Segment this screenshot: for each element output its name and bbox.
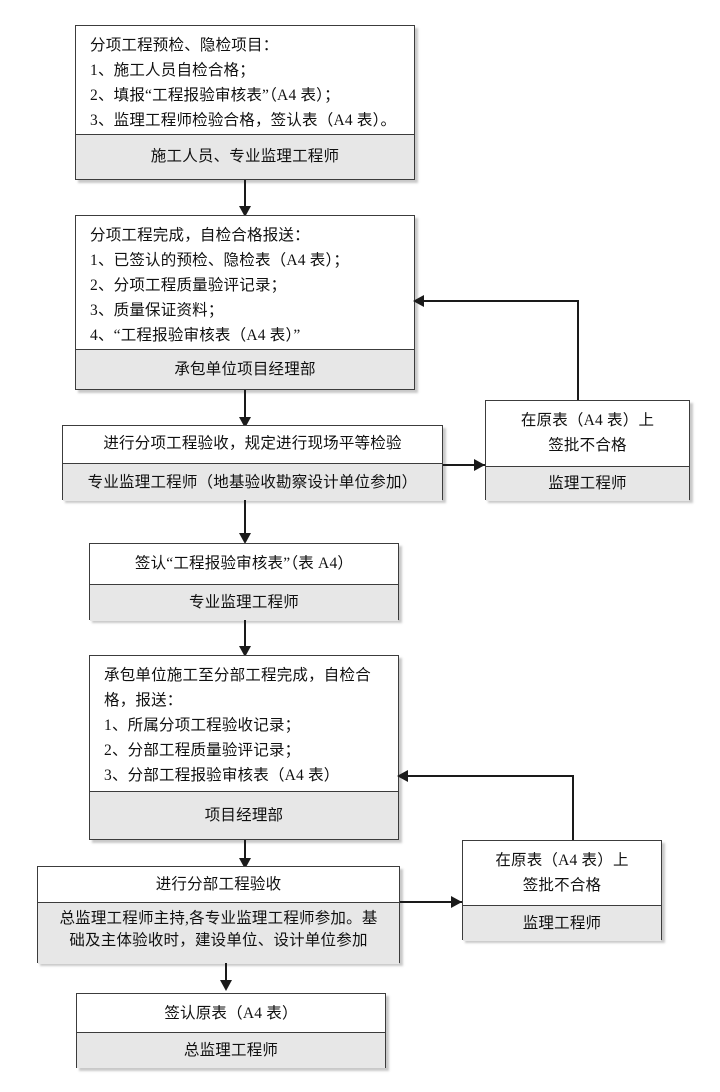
node-text-line: 1、所属分项工程验收记录； — [104, 717, 301, 734]
node-actor: 监理工程师 — [486, 466, 689, 501]
arrowhead-r2-n5 — [397, 770, 408, 782]
connector-n4-n5 — [244, 620, 246, 650]
arrowhead-n3-r1 — [474, 459, 485, 471]
node-actor-label: 监理工程师 — [522, 914, 602, 932]
node-text-line: 在原表（A4 表）上 — [520, 412, 655, 429]
node-actor-label: 施工人员、专业监理工程师 — [150, 148, 340, 165]
node-text-line: 签认原表（A4 表） — [164, 1005, 298, 1022]
node-body: 分项工程完成，自检合格报送： 1、已签认的预检、隐检表（A4 表）； 2、分项工… — [76, 216, 414, 349]
node-text-line: 2、填报“工程报验审核表”（A4 表）； — [90, 87, 340, 104]
node-text-line: 3、分部工程报验审核表（A4 表） — [104, 767, 340, 784]
node-actor: 施工人员、专业监理工程师 — [76, 134, 414, 179]
node-actor-label: 项目经理部 — [204, 806, 284, 824]
node-actor: 承包单位项目经理部 — [76, 349, 414, 389]
arrowhead-n3-n4 — [239, 533, 251, 544]
connector-r2-feedback-riser — [572, 775, 574, 840]
connector-n5-n6 — [244, 840, 246, 864]
connector-n3-n4 — [244, 500, 246, 538]
node-actor-label: 础及主体验收时，建设单位、设计单位参加 — [69, 932, 368, 949]
node-text-line: 2、分项工程质量验评记录； — [90, 277, 287, 294]
node-text-line: 签批不合格 — [548, 437, 627, 454]
node-division-acceptance[interactable]: 进行分部工程验收 总监理工程师主持,各专业监理工程师参加。基 础及主体验收时，建… — [37, 866, 400, 964]
node-text-line: 在原表（A4 表）上 — [495, 852, 629, 869]
node-actor: 总监理工程师主持,各专业监理工程师参加。基 础及主体验收时，建设单位、设计单位参… — [38, 902, 399, 964]
node-text-line: 分项工程完成，自检合格报送： — [90, 227, 310, 244]
connector-n6-n7 — [225, 963, 227, 985]
connector-r2-feedback-run — [402, 775, 574, 777]
node-sign-original-form[interactable]: 签认原表（A4 表） 总监理工程师 — [76, 993, 386, 1068]
node-text-line: 1、已签认的预检、隐检表（A4 表）； — [90, 252, 350, 269]
node-actor: 专业监理工程师 — [90, 584, 398, 621]
arrowhead-n5-n6 — [239, 858, 251, 869]
node-text-line: 4、“工程报验审核表（A4 表）” — [90, 327, 301, 344]
node-actor-label: 承包单位项目经理部 — [174, 360, 316, 378]
node-reject-sign-unqualified-1[interactable]: 在原表（A4 表）上 签批不合格 监理工程师 — [485, 400, 690, 501]
node-text-line: 进行分部工程验收 — [155, 876, 282, 893]
node-subitem-pre-inspection[interactable]: 分项工程预检、隐检项目： 1、施工人员自检合格； 2、填报“工程报验审核表”（A… — [75, 25, 415, 180]
connector-r1-feedback-run — [418, 300, 579, 302]
node-body: 在原表（A4 表）上 签批不合格 — [486, 401, 689, 466]
node-actor: 总监理工程师 — [77, 1032, 385, 1068]
node-body: 分项工程预检、隐检项目： 1、施工人员自检合格； 2、填报“工程报验审核表”（A… — [76, 26, 414, 134]
node-actor: 专业监理工程师（地基验收勘察设计单位参加） — [63, 463, 442, 501]
node-body: 在原表（A4 表）上 签批不合格 — [463, 841, 661, 905]
node-text-line: 格，报送： — [104, 692, 183, 709]
arrowhead-n6-n7 — [220, 980, 232, 991]
connector-n3-r1 — [443, 464, 485, 466]
node-body: 进行分项工程验收，规定进行现场平等检验 — [63, 426, 442, 463]
node-actor-label: 专业监理工程师 — [189, 594, 299, 611]
node-text-line: 分项工程预检、隐检项目： — [90, 37, 279, 54]
node-actor-label: 专业监理工程师（地基验收勘察设计单位参加） — [87, 473, 418, 491]
arrowhead-n4-n5 — [239, 646, 251, 657]
arrowhead-r1-n2 — [413, 295, 424, 307]
node-text-line: 进行分项工程验收，规定进行现场平等检验 — [103, 435, 402, 452]
node-text-line: 签认“工程报验审核表”（表 A4） — [134, 555, 354, 572]
node-sign-inspection-form[interactable]: 签认“工程报验审核表”（表 A4） 专业监理工程师 — [89, 543, 399, 621]
node-actor: 监理工程师 — [463, 905, 661, 941]
node-subitem-completed-submit[interactable]: 分项工程完成，自检合格报送： 1、已签认的预检、隐检表（A4 表）； 2、分项工… — [75, 215, 415, 390]
arrowhead-n2-n3 — [239, 417, 251, 428]
connector-n2-n3 — [244, 390, 246, 422]
node-text-line: 承包单位施工至分部工程完成，自检合 — [104, 667, 371, 684]
node-reject-sign-unqualified-2[interactable]: 在原表（A4 表）上 签批不合格 监理工程师 — [462, 840, 662, 941]
node-text-line: 签批不合格 — [522, 877, 602, 894]
connector-n1-n2 — [244, 180, 246, 210]
node-actor: 项目经理部 — [90, 791, 398, 839]
node-text-line: 1、施工人员自检合格； — [90, 62, 255, 79]
node-text-line: 3、监理工程师检验合格，签认表（A4 表）。 — [90, 112, 397, 129]
node-actor-label: 监理工程师 — [548, 475, 627, 492]
node-subitem-acceptance[interactable]: 进行分项工程验收，规定进行现场平等检验 专业监理工程师（地基验收勘察设计单位参加… — [62, 425, 443, 501]
node-body: 承包单位施工至分部工程完成，自检合 格，报送： 1、所属分项工程验收记录； 2、… — [90, 656, 398, 791]
node-body: 进行分部工程验收 — [38, 867, 399, 902]
arrowhead-n6-r2 — [451, 896, 462, 908]
arrowhead-n1-n2 — [239, 206, 251, 217]
connector-r1-feedback-riser — [577, 300, 579, 400]
connector-n6-r2 — [400, 901, 462, 903]
node-actor-label: 总监理工程师主持,各专业监理工程师参加。基 — [59, 910, 378, 927]
node-actor-label: 总监理工程师 — [183, 1041, 279, 1059]
node-body: 签认原表（A4 表） — [77, 994, 385, 1032]
node-division-completed-submit[interactable]: 承包单位施工至分部工程完成，自检合 格，报送： 1、所属分项工程验收记录； 2、… — [89, 655, 399, 840]
node-text-line: 2、分部工程质量验评记录； — [104, 742, 301, 759]
node-body: 签认“工程报验审核表”（表 A4） — [90, 544, 398, 584]
node-text-line: 3、质量保证资料； — [90, 302, 224, 319]
